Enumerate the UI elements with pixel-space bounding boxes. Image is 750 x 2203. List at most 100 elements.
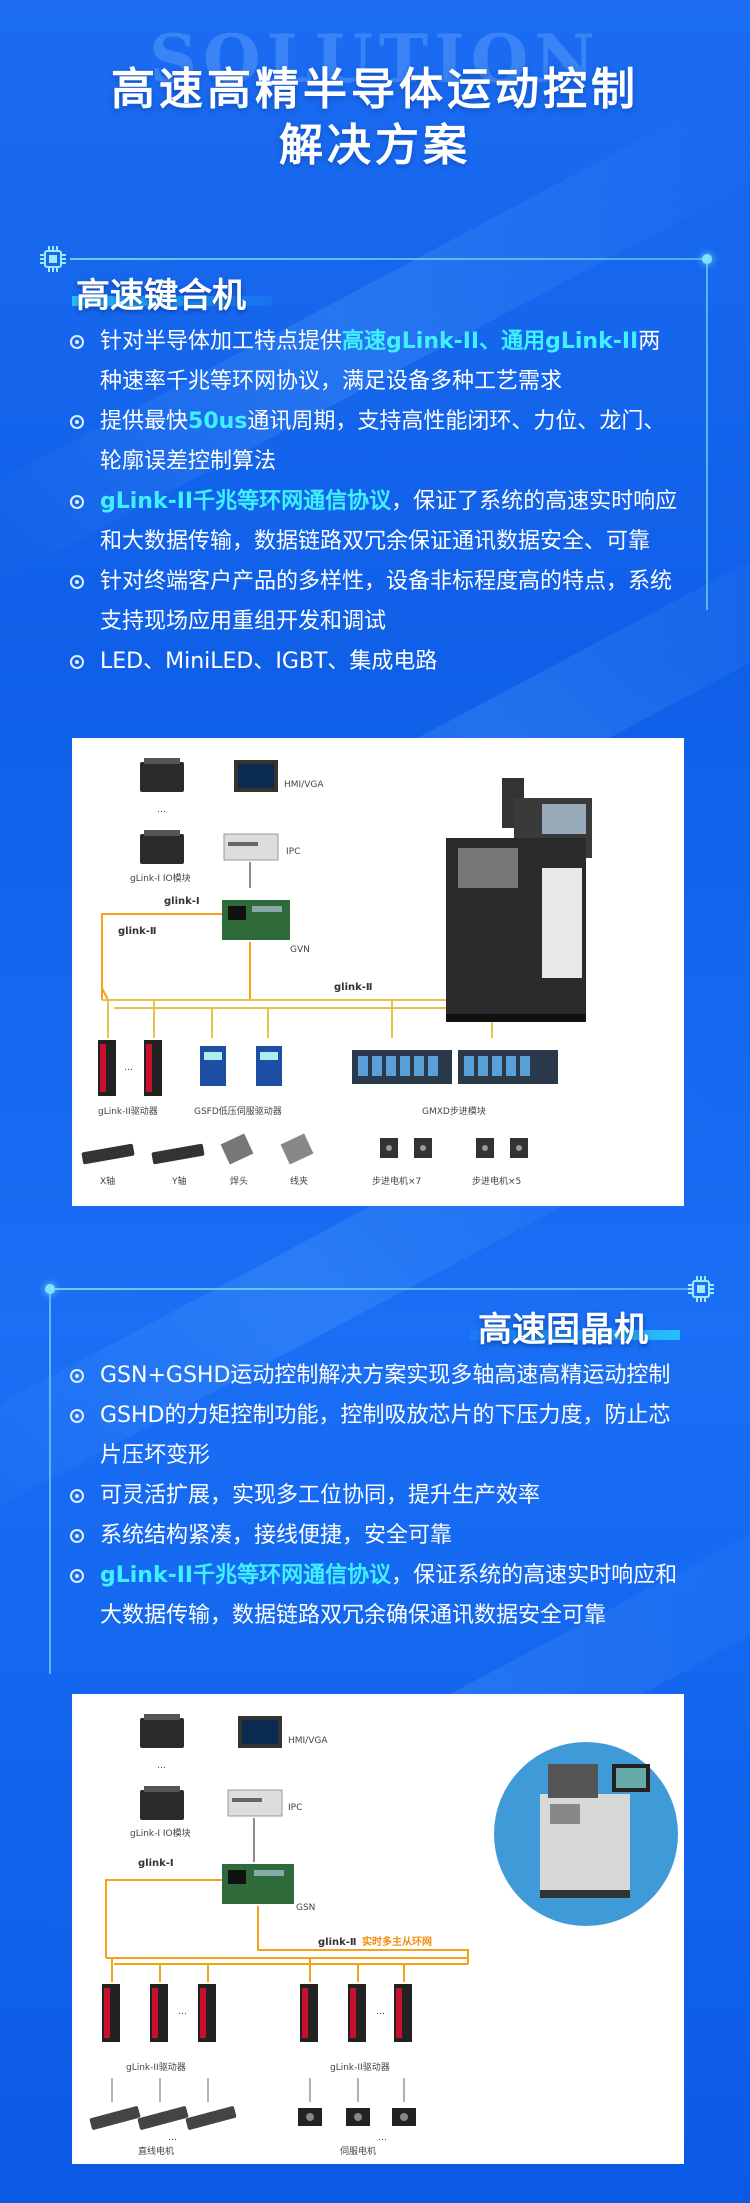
- connector-dot: [702, 254, 712, 264]
- die-bonder-machine-image: [494, 1742, 678, 1926]
- feature-text: GSHD的力矩控制功能，控制吸放芯片的下压力度，防止芯片压坏变形: [100, 1403, 671, 1468]
- io-module-label: gLink-I IO模块: [130, 872, 191, 884]
- driver-label: GSFD低压伺服驱动器: [194, 1105, 282, 1117]
- weld-head-icon: [220, 1133, 254, 1165]
- bullet-icon: [70, 575, 84, 589]
- highlight-text: 50us: [188, 409, 248, 434]
- glink1-label: glink-Ⅰ: [138, 1858, 174, 1869]
- glink2-label: glink-Ⅱ: [334, 982, 373, 993]
- dots-label: …: [378, 2133, 387, 2143]
- wire-clamp-label: 线夹: [290, 1175, 308, 1187]
- driver-label: gLink-II驱动器: [98, 1106, 158, 1117]
- page-title: 高速高精半导体运动控制 解决方案: [0, 62, 750, 174]
- section-bonding-machine: 高速键合机 针对半导体加工特点提供高速gLink-II、通用gLink-II两种…: [40, 246, 712, 1206]
- page-title-line2: 解决方案: [279, 120, 471, 171]
- chip-icon: [40, 246, 66, 272]
- highlight-text: 高速gLink-II、通用gLink-II: [342, 329, 639, 354]
- bullet-icon: [70, 415, 84, 429]
- wire-clamp-icon: [280, 1133, 314, 1165]
- feature-item: LED、MiniLED、IGBT、集成电路: [70, 642, 680, 682]
- hmi-monitor-icon: [234, 760, 278, 792]
- weld-head-label: 焊头: [230, 1175, 248, 1187]
- bullet-icon: [70, 1489, 84, 1503]
- ipc-icon: [227, 1789, 283, 1817]
- stepper-motor-icon: [380, 1138, 528, 1158]
- dots-label: …: [376, 2007, 385, 2017]
- stepper-motor-label: 步进电机×5: [472, 1175, 521, 1187]
- y-axis-label: Y轴: [171, 1175, 187, 1187]
- x-axis-label: X轴: [100, 1175, 115, 1187]
- dots-label: …: [157, 1761, 166, 1771]
- connector-dot: [45, 1284, 55, 1294]
- linear-motor-icon: [89, 2106, 237, 2130]
- driver-label: gLink-II驱动器: [330, 2062, 390, 2073]
- gmxd-stepper-module-icon: [352, 1050, 558, 1084]
- page-title-line1: 高速高精半导体运动控制: [111, 64, 639, 115]
- feature-text: 提供最快: [100, 409, 189, 434]
- bullet-icon: [70, 1409, 84, 1423]
- section-title: 高速固晶机: [478, 1310, 648, 1350]
- feature-item: GSN+GSHD运动控制解决方案实现多轴高速高精运动控制: [70, 1356, 685, 1396]
- dots-label: …: [168, 2133, 177, 2143]
- servo-motor-label: 伺服电机: [340, 2145, 376, 2157]
- feature-item: 提供最快50us通讯周期，支持高性能闭环、力位、龙门、轮廓误差控制算法: [70, 402, 680, 482]
- gsn-card-icon: [222, 1864, 294, 1904]
- feature-list: 针对半导体加工特点提供高速gLink-II、通用gLink-II两种速率千兆等环…: [70, 322, 680, 682]
- bullet-icon: [70, 335, 84, 349]
- glink2-driver-icon: [102, 1984, 412, 2042]
- highlight-text: gLink-II千兆等环网通信协议: [100, 489, 392, 514]
- bonding-system-diagram: … gLink-I IO模块 HMI/VGA IPC GVN glink-Ⅰ g…: [81, 758, 592, 1187]
- io-module-label: gLink-I IO模块: [130, 1827, 191, 1839]
- die-bonder-system-diagram: … gLink-I IO模块 HMI/VGA IPC glink-Ⅰ GSN g…: [89, 1714, 678, 2157]
- feature-text: 针对终端客户产品的多样性，设备非标程度高的特点，系统支持现场应用重组开发和调试: [100, 569, 673, 634]
- feature-text: ，保证系统的高速实时响应和大数据传输，数据链路双冗余确保通讯数据安全可靠: [100, 1563, 678, 1628]
- feature-text: 可灵活扩展，实现多工位协同，提升生产效率: [100, 1483, 541, 1508]
- io-module-icon: [140, 1714, 184, 1820]
- feature-text: 系统结构紧凑，接线便捷，安全可靠: [100, 1523, 453, 1548]
- feature-item: 针对半导体加工特点提供高速gLink-II、通用gLink-II两种速率千兆等环…: [70, 322, 680, 402]
- feature-item: 针对终端客户产品的多样性，设备非标程度高的特点，系统支持现场应用重组开发和调试: [70, 562, 680, 642]
- io-module-icon: [140, 758, 184, 864]
- dots-label: …: [124, 1063, 133, 1073]
- glink2-driver-icon: [98, 1040, 162, 1096]
- servo-motor-icon: [298, 2108, 416, 2126]
- feature-list: GSN+GSHD运动控制解决方案实现多轴高速高精运动控制 GSHD的力矩控制功能，…: [70, 1356, 685, 1636]
- feature-text: 针对半导体加工特点提供: [100, 329, 343, 354]
- bullet-icon: [70, 655, 84, 669]
- feature-item: GSHD的力矩控制功能，控制吸放芯片的下压力度，防止芯片压坏变形: [70, 1396, 685, 1476]
- feature-item: gLink-II千兆等环网通信协议，保证系统的高速实时响应和大数据传输，数据链路…: [70, 1556, 685, 1636]
- driver-label: GMXD步进模块: [422, 1105, 486, 1117]
- feature-text: ，保证了系统的高速实时响应和大数据传输，数据链路双冗余保证通讯数据安全、可靠: [100, 489, 678, 554]
- hmi-monitor-icon: [238, 1716, 282, 1748]
- bullet-icon: [70, 1569, 84, 1583]
- glink2-label: glink-Ⅱ: [118, 926, 157, 937]
- glink1-label: glink-Ⅰ: [164, 896, 200, 907]
- linear-motor-label: 直线电机: [138, 2145, 174, 2157]
- section-die-bonder: 高速固晶机 GSN+GSHD运动控制解决方案实现多轴高速高精运动控制 GSHD的力…: [0, 1240, 750, 2203]
- highlight-text: gLink-II千兆等环网通信协议: [100, 1563, 392, 1588]
- glink2-label: glink-Ⅱ: [318, 1937, 357, 1948]
- bullet-icon: [70, 1529, 84, 1543]
- feature-text: 两种速率千兆等环网协议，满足设备多种工艺需求: [100, 329, 661, 394]
- feature-item: 可灵活扩展，实现多工位协同，提升生产效率: [70, 1476, 685, 1516]
- dots-label: …: [157, 805, 166, 815]
- bullet-icon: [70, 495, 84, 509]
- feature-text: LED、MiniLED、IGBT、集成电路: [100, 649, 438, 674]
- linear-axis-icon: [81, 1143, 205, 1165]
- dots-label: …: [178, 2007, 187, 2017]
- system-diagram-panel: … gLink-I IO模块 HMI/VGA IPC glink-Ⅰ GSN g…: [72, 1694, 684, 2164]
- feature-item: gLink-II千兆等环网通信协议，保证了系统的高速实时响应和大数据传输，数据链…: [70, 482, 680, 562]
- driver-label: gLink-II驱动器: [126, 2062, 186, 2073]
- section-title: 高速键合机: [76, 276, 246, 316]
- watermark-text: SOLUTION: [149, 20, 601, 98]
- gvn-card-icon: [222, 900, 290, 940]
- gsfd-driver-icon: [200, 1046, 282, 1086]
- feature-text: GSN+GSHD运动控制解决方案实现多轴高速高精运动控制: [100, 1363, 671, 1388]
- chip-icon: [688, 1276, 714, 1302]
- feature-text: 通讯周期，支持高性能闭环、力位、龙门、轮廓误差控制算法: [100, 409, 666, 474]
- hmi-label: HMI/VGA: [284, 780, 324, 790]
- ipc-label: IPC: [286, 847, 300, 857]
- system-diagram-panel: … gLink-I IO模块 HMI/VGA IPC GVN glink-Ⅰ g…: [72, 738, 684, 1206]
- gsn-label: GSN: [296, 1903, 315, 1913]
- ring-network-label: 实时多主从环网: [362, 1935, 432, 1948]
